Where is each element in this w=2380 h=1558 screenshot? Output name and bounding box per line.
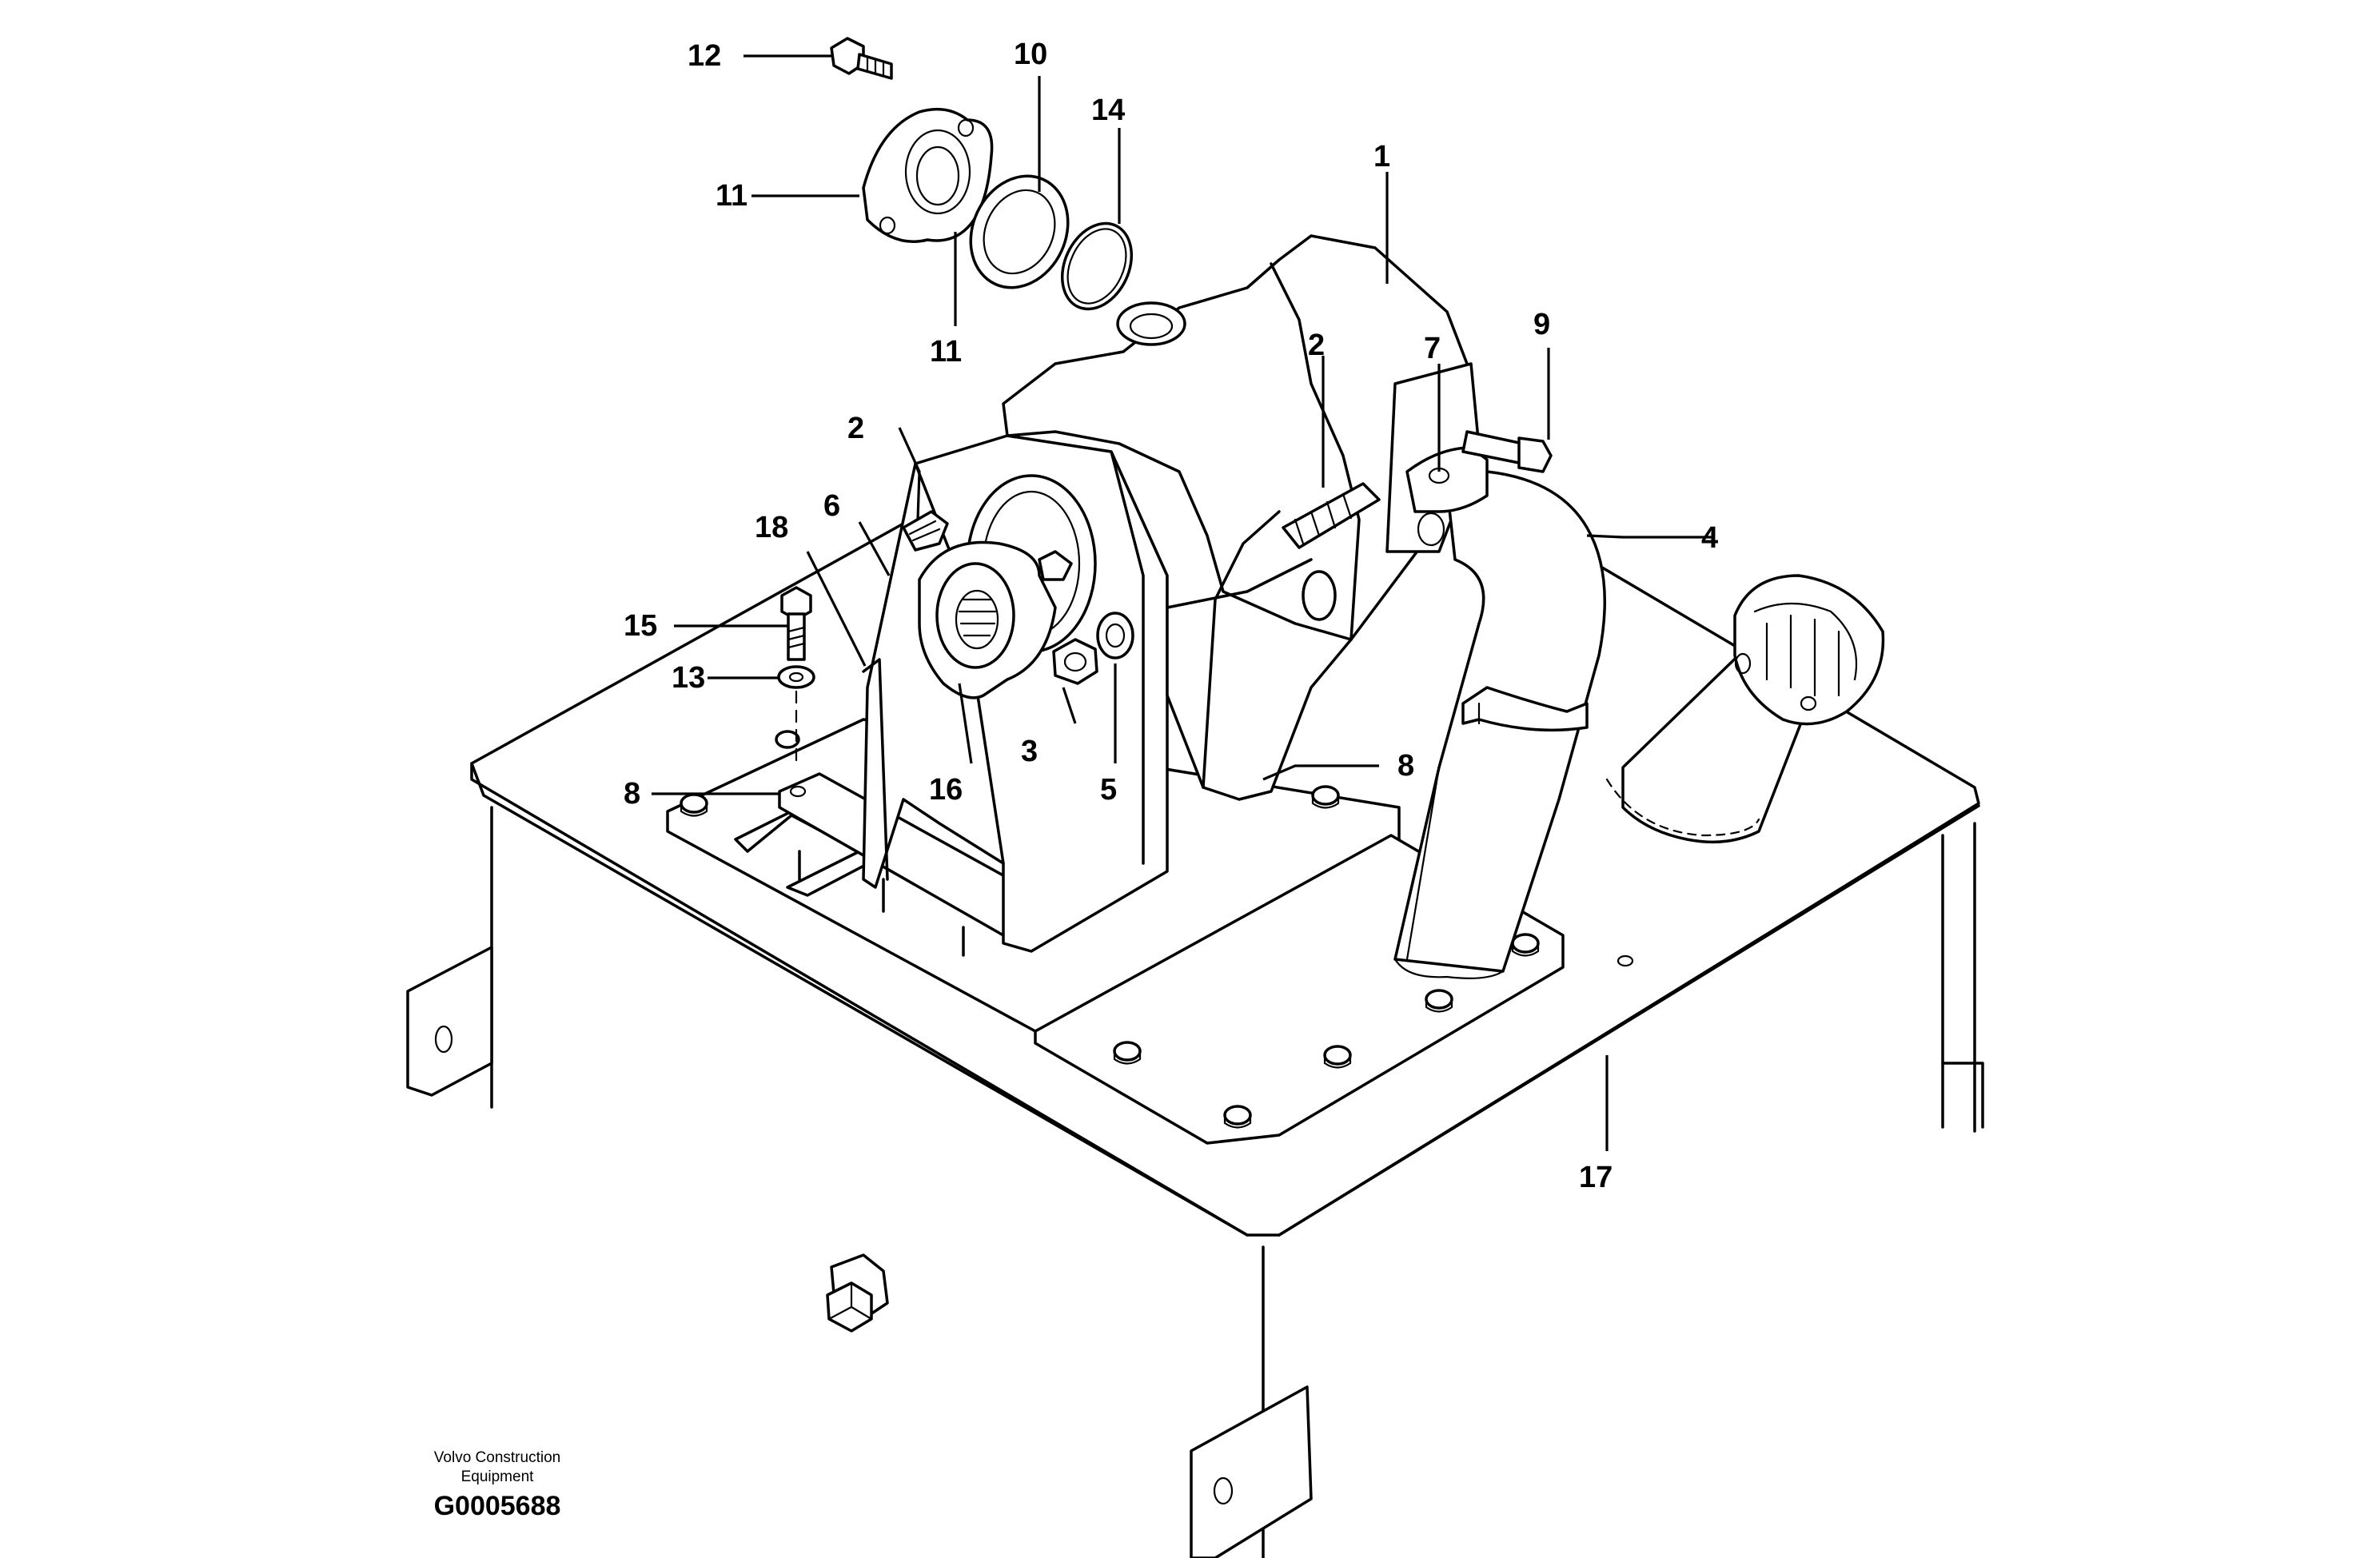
- callout-7: 7: [1424, 332, 1441, 365]
- callout-1: 1: [1373, 140, 1390, 173]
- plate-bolt: [1113, 1041, 1142, 1065]
- plain-washer: [777, 665, 815, 689]
- mounting-bolt: [780, 586, 812, 661]
- figure-code: G0005688: [434, 1491, 561, 1521]
- callout-2-left: 2: [847, 412, 864, 445]
- callout-2-right: 2: [1308, 329, 1325, 362]
- plate-bolt: [775, 730, 800, 749]
- callout-16: 16: [929, 773, 963, 807]
- diagram-footer: Volvo Construction Equipment G0005688: [434, 1449, 561, 1521]
- o-ring: [1060, 221, 1134, 311]
- callout-8-left: 8: [624, 777, 640, 811]
- leader-lines: [652, 54, 1715, 1151]
- suction-hose: [1393, 446, 1606, 979]
- callout-4: 4: [1701, 521, 1718, 555]
- plate-bolt: [1311, 785, 1340, 809]
- callout-11-bottom: 11: [930, 335, 962, 369]
- callout-14: 14: [1091, 94, 1125, 127]
- callout-11-top: 11: [716, 179, 747, 213]
- callout-17: 17: [1579, 1161, 1613, 1194]
- publisher-line-2: Equipment: [461, 1468, 535, 1485]
- callout-5: 5: [1100, 773, 1117, 807]
- washer: [1096, 612, 1134, 659]
- plate-bolt: [680, 793, 708, 817]
- hose-clamp: [1461, 686, 1589, 732]
- callout-10: 10: [1014, 38, 1047, 71]
- stud-bolt-right: [1282, 482, 1381, 549]
- drain-plug: [826, 1253, 889, 1333]
- hose-flange: [862, 107, 994, 243]
- clamp-screw: [1461, 430, 1553, 473]
- callout-15: 15: [624, 609, 657, 643]
- plate-bolt: [1425, 989, 1453, 1013]
- callout-12: 12: [688, 39, 721, 73]
- plate-bolt: [1323, 1045, 1352, 1069]
- filler-cap: [1605, 574, 1885, 844]
- stud-bolt-left: [902, 510, 949, 552]
- nut: [1052, 638, 1098, 685]
- callout-13: 13: [672, 661, 705, 695]
- flange-screw: [830, 37, 893, 80]
- drive-coupling: [918, 540, 1073, 699]
- flange-clamp: [1405, 446, 1489, 547]
- plate-bolt: [1223, 1105, 1252, 1129]
- spacer-ring: [969, 174, 1070, 289]
- callout-9: 9: [1533, 308, 1550, 341]
- callout-6: 6: [823, 489, 840, 523]
- callout-labels: 1 2 2 3 4 5 6 7 8 8 9 10 11 11 12 13 14 …: [624, 38, 1718, 1194]
- callout-3: 3: [1021, 735, 1038, 768]
- publisher-line-1: Volvo Construction: [434, 1449, 560, 1466]
- callout-18: 18: [755, 511, 788, 544]
- callout-8-right: 8: [1397, 749, 1414, 783]
